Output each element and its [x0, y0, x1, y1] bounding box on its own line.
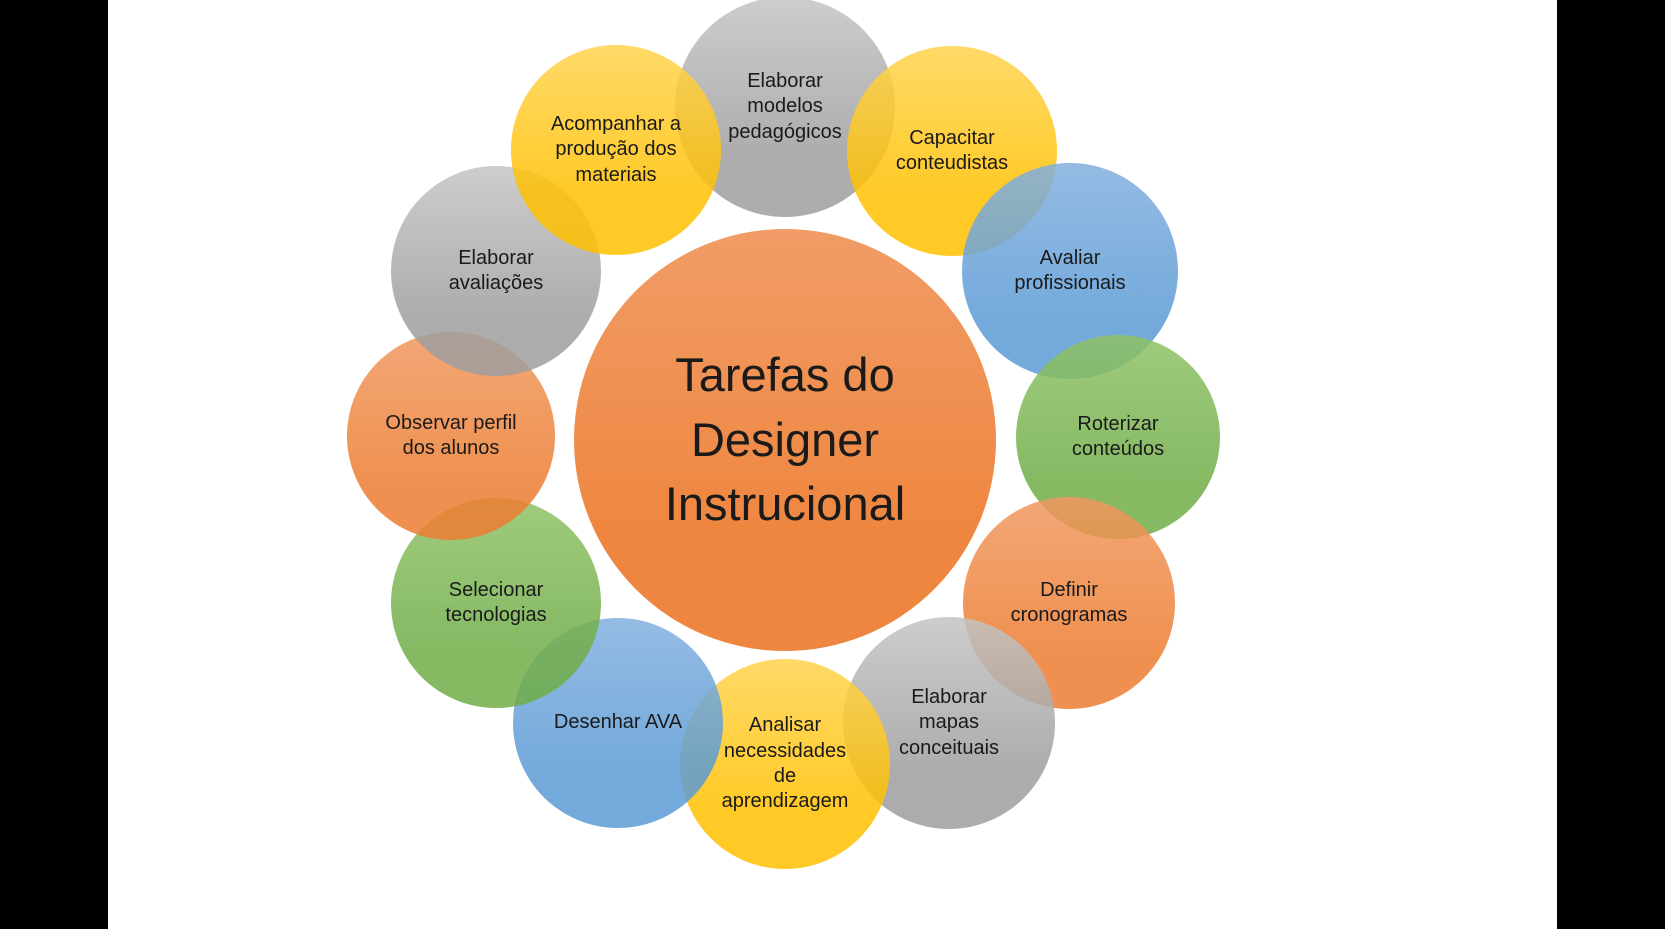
center-title: Tarefas do Designer Instrucional: [664, 347, 906, 531]
task-label: Acompanhar a produção dos materiais: [550, 112, 682, 186]
task-label: Elaborar mapas conceituais: [898, 685, 1000, 759]
task-label: Elaborar avaliações: [448, 246, 544, 294]
task-circle-12: Acompanhar a produção dos materiais: [511, 45, 721, 255]
task-label: Capacitar conteudistas: [895, 126, 1009, 174]
task-label: Observar perfil dos alunos: [385, 411, 517, 459]
task-label: Selecionar tecnologias: [445, 578, 547, 626]
center-circle: Tarefas do Designer Instrucional: [574, 229, 996, 651]
task-label: Definir cronogramas: [1010, 578, 1128, 626]
task-label: Elaborar modelos pedagógicos: [728, 69, 842, 143]
center-circle-fill: [574, 229, 996, 651]
task-label: Desenhar AVA: [553, 711, 683, 734]
task-circle-fill: [511, 45, 721, 255]
task-label: Roterizar conteúdos: [1071, 412, 1165, 460]
task-label: Analisar necessidades de aprendizagem: [721, 714, 849, 813]
task-label: Avaliar profissionais: [1014, 246, 1126, 294]
